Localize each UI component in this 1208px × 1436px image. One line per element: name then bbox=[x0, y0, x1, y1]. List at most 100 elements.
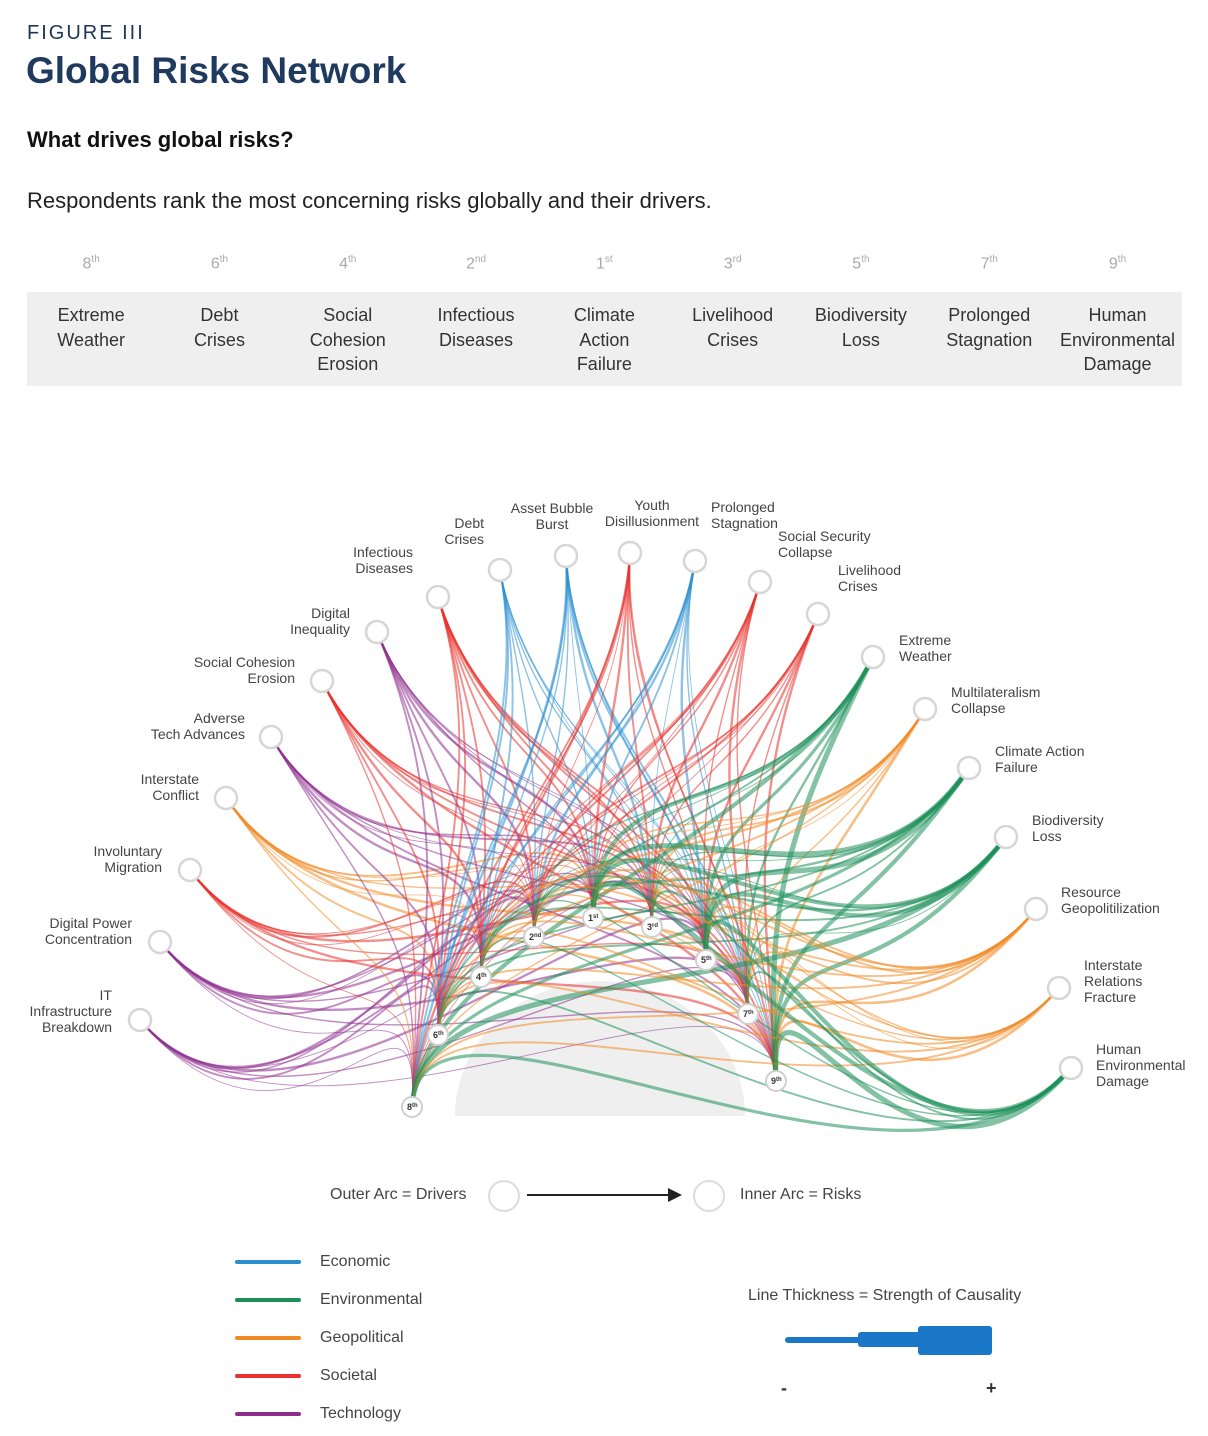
legend-swatch bbox=[235, 1412, 301, 1416]
rank-label: 3rd bbox=[668, 254, 796, 273]
link-digital-power-to-risk-7 bbox=[159, 910, 707, 1003]
risk-node-1[interactable] bbox=[401, 1096, 423, 1118]
driver-node-interstate-conflict[interactable] bbox=[213, 785, 239, 811]
risk-node-6[interactable] bbox=[641, 916, 663, 938]
link-adverse-tech-to-risk-1 bbox=[270, 736, 415, 1108]
risk-node-9[interactable] bbox=[765, 1070, 787, 1092]
legend-swatch bbox=[235, 1260, 301, 1264]
risk-rank-label: 1st bbox=[588, 913, 598, 923]
link-social-security-to-risk-9 bbox=[736, 581, 777, 1082]
risk-name-line: Livelihood bbox=[692, 305, 774, 325]
link-human-env-to-risk-1 bbox=[410, 1053, 1073, 1132]
driver-node-infectious-diseases[interactable] bbox=[425, 584, 451, 610]
driver-node-resource-geo[interactable] bbox=[1023, 896, 1049, 922]
driver-node-it-infra[interactable] bbox=[127, 1007, 153, 1033]
driver-node-climate-action[interactable] bbox=[956, 755, 982, 781]
link-human-env-to-risk-6 bbox=[650, 890, 1072, 1113]
link-resource-geo-to-risk-7 bbox=[705, 906, 1037, 975]
rank-label: 9th bbox=[1053, 254, 1181, 273]
link-social-cohesion-to-risk-4 bbox=[321, 680, 535, 938]
figure-label: FIGURE III bbox=[27, 22, 145, 44]
driver-label-line: Youth bbox=[634, 497, 669, 513]
risk-name-line: Climate bbox=[573, 305, 635, 325]
rank-suffix: st bbox=[604, 254, 613, 265]
rank-number: 5 bbox=[852, 255, 862, 273]
driver-node-human-env[interactable] bbox=[1058, 1055, 1084, 1081]
risk-rank-suffix: nd bbox=[534, 933, 542, 939]
driver-node-multilateralism[interactable] bbox=[912, 696, 938, 722]
driver-label-line: Interstate bbox=[1084, 957, 1143, 973]
risk-rank-suffix: st bbox=[593, 914, 598, 920]
link-digital-inequality-to-risk-2 bbox=[376, 631, 445, 1036]
driver-node-involuntary-migration[interactable] bbox=[177, 857, 203, 883]
rank-label: 1st bbox=[540, 254, 668, 273]
driver-node-digital-inequality[interactable] bbox=[364, 619, 390, 645]
risk-rank-label: 8th bbox=[407, 1102, 418, 1112]
driver-label-line: Environmental bbox=[1096, 1057, 1186, 1073]
driver-node-biodiversity[interactable] bbox=[993, 824, 1019, 850]
risk-node-2[interactable] bbox=[427, 1024, 449, 1046]
driver-node-extreme-weather[interactable] bbox=[860, 644, 886, 670]
driver-label-line: Migration bbox=[104, 859, 162, 875]
driver-node-prolonged-stagnation[interactable] bbox=[682, 548, 708, 574]
subtitle: What drives global risks? bbox=[27, 127, 294, 152]
legend-label: Environmental bbox=[320, 1291, 423, 1308]
driver-label-line: Diseases bbox=[355, 560, 413, 576]
risk-name-line: Diseases bbox=[439, 329, 514, 350]
link-interstate-conflict-to-risk-2 bbox=[225, 797, 440, 1036]
risk-node-3[interactable] bbox=[470, 966, 492, 988]
risk-rank-number: 1 bbox=[588, 913, 593, 923]
risk-name-line: Failure bbox=[576, 354, 632, 374]
driver-label-line: Infectious bbox=[353, 544, 413, 560]
risk-name-line: Environmental bbox=[1059, 329, 1176, 350]
rank-number: 9 bbox=[1108, 255, 1118, 273]
link-biodiversity-to-risk-7 bbox=[703, 835, 1008, 961]
driver-label-line: Failure bbox=[995, 759, 1038, 775]
driver-node-youth[interactable] bbox=[617, 540, 643, 566]
risk-node-7[interactable] bbox=[695, 949, 717, 971]
legend-item-economic: Economic bbox=[235, 1243, 422, 1281]
plus-label: + bbox=[986, 1378, 997, 1398]
thickness-scale-icon bbox=[785, 1326, 992, 1355]
link-digital-inequality-to-risk-1 bbox=[376, 631, 429, 1108]
driver-node-social-cohesion[interactable] bbox=[309, 668, 335, 694]
driver-label-line: Crises bbox=[444, 531, 484, 547]
driver-node-adverse-tech[interactable] bbox=[258, 724, 284, 750]
risk-node-4[interactable] bbox=[523, 926, 545, 948]
driver-label-line: Breakdown bbox=[42, 1019, 112, 1035]
link-interstate-relations-to-risk-6 bbox=[651, 885, 1060, 1040]
driver-label-line: Prolonged bbox=[711, 499, 775, 515]
driver-node-interstate-relations[interactable] bbox=[1046, 975, 1072, 1001]
link-social-cohesion-to-risk-3 bbox=[320, 680, 483, 978]
risk-rank-number: 7 bbox=[743, 1009, 748, 1019]
driver-label-line: Conflict bbox=[152, 787, 199, 803]
risk-node-8[interactable] bbox=[737, 1003, 759, 1025]
driver-label-line: Crises bbox=[838, 578, 878, 594]
driver-node-digital-power[interactable] bbox=[147, 929, 173, 955]
link-digital-power-to-risk-9 bbox=[159, 941, 777, 1082]
link-social-cohesion-to-risk-1 bbox=[321, 680, 417, 1108]
rank-suffix: th bbox=[861, 254, 870, 265]
driver-label-line: Climate Action bbox=[995, 743, 1084, 759]
link-youth-to-risk-2 bbox=[437, 552, 631, 1036]
risk-name-line: Infectious bbox=[437, 305, 515, 325]
minus-label: - bbox=[781, 1378, 787, 1398]
legend-label: Geopolitical bbox=[320, 1329, 404, 1346]
driver-node-livelihood[interactable] bbox=[805, 601, 831, 627]
driver-node-asset-bubble[interactable] bbox=[553, 543, 579, 569]
legend-swatch bbox=[235, 1336, 301, 1340]
risk-name-line: Erosion bbox=[317, 354, 379, 374]
driver-label-line: Disillusionment bbox=[605, 513, 699, 529]
driver-node-debt-crises[interactable] bbox=[487, 557, 513, 583]
driver-node-social-security[interactable] bbox=[747, 569, 773, 595]
link-extreme-weather-to-risk-6 bbox=[651, 656, 874, 928]
rank-suffix: th bbox=[1117, 254, 1127, 265]
risk-node-5[interactable] bbox=[582, 907, 604, 929]
